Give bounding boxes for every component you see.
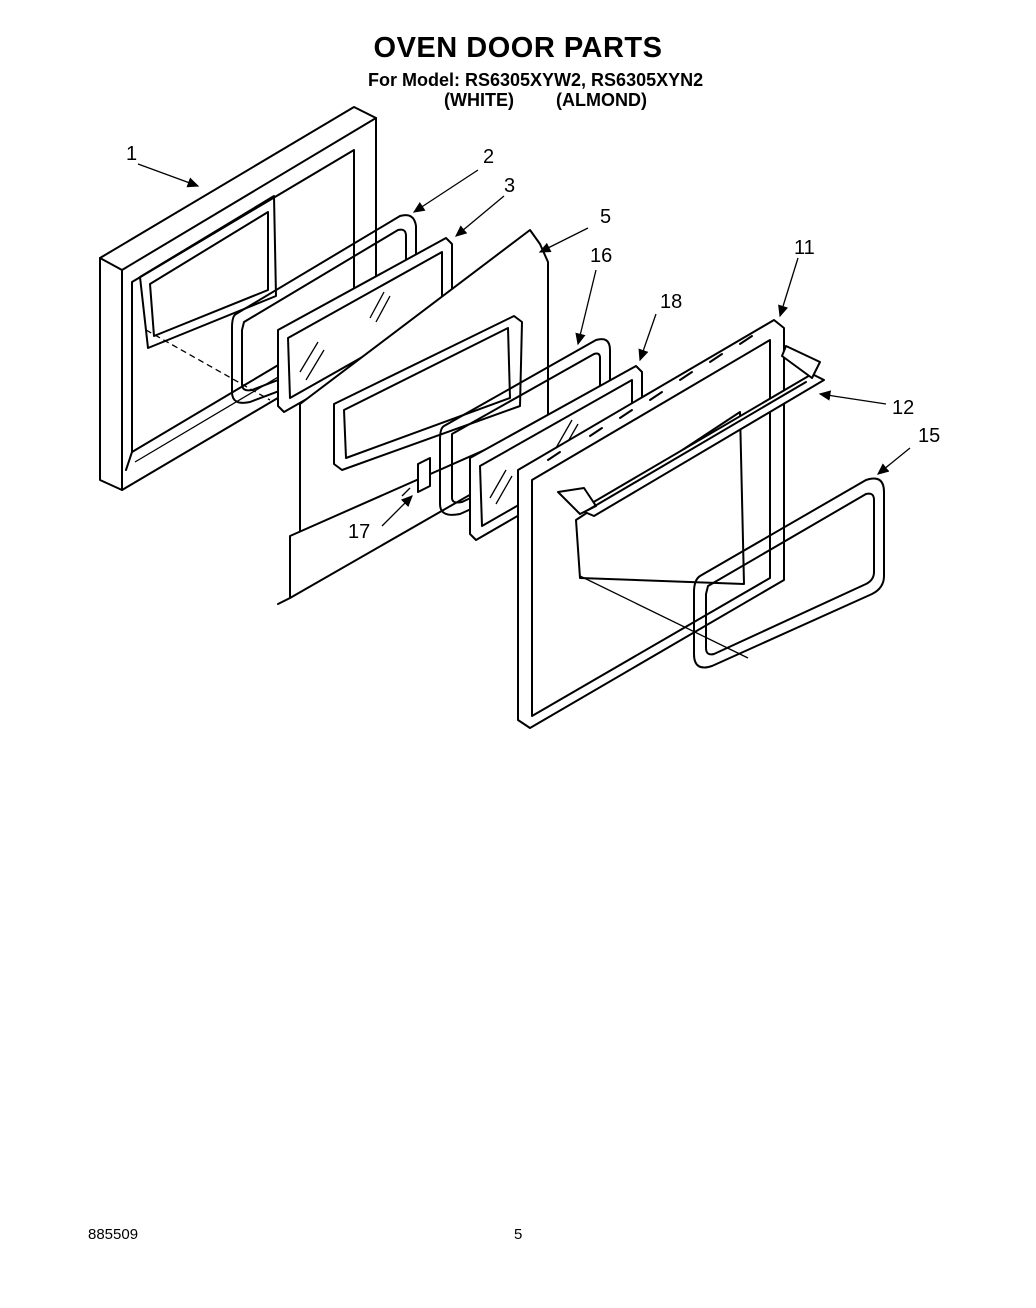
part-11-door-frame bbox=[517, 319, 785, 729]
model-line: For Model: RS6305XYW2, RS6305XYN2 bbox=[368, 70, 704, 90]
callout-16: 16 bbox=[590, 245, 612, 267]
color-variant-almond: (ALMOND) bbox=[556, 90, 647, 110]
frame-vent-slots bbox=[547, 335, 753, 461]
callout-18: 18 bbox=[660, 291, 682, 313]
callout-5: 5 bbox=[600, 206, 611, 228]
callout-12: 12 bbox=[892, 397, 914, 419]
callout-11: 11 bbox=[794, 237, 815, 259]
assembly-guide-lines bbox=[145, 329, 749, 659]
page-title: OVEN DOOR PARTS bbox=[373, 32, 663, 64]
part-15-trim bbox=[693, 477, 885, 669]
callout-1: 1 bbox=[126, 143, 137, 165]
color-variant-white: (WHITE) bbox=[444, 90, 514, 110]
callout-15: 15 bbox=[918, 425, 940, 447]
part-12-door-handle bbox=[557, 345, 825, 517]
callout-labels: 1 2 3 5 16 11 18 12 15 17 bbox=[126, 143, 940, 543]
document-number: 885509 bbox=[88, 1226, 139, 1243]
callout-3: 3 bbox=[504, 175, 515, 197]
callout-17: 17 bbox=[348, 521, 370, 543]
page-number: 5 bbox=[514, 1226, 523, 1243]
callout-2: 2 bbox=[483, 146, 494, 168]
callout-leaders bbox=[137, 163, 911, 527]
